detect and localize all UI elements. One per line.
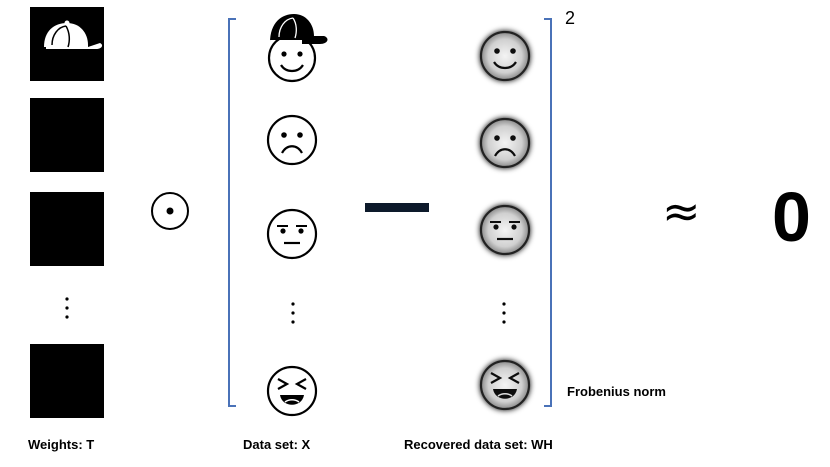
- blurred-laughing-face-icon: [479, 359, 531, 411]
- neutral-face-icon: [266, 208, 318, 260]
- minus-operator: [365, 203, 429, 212]
- weights-label: Weights: T: [28, 437, 95, 452]
- weight-black-box: [30, 98, 104, 172]
- weight-black-box: [30, 344, 104, 418]
- blurred-neutral-face-icon: [479, 204, 531, 256]
- right-bracket: [544, 18, 552, 407]
- weight-black-box: [30, 192, 104, 266]
- blurred-smiley-icon: [479, 30, 531, 82]
- exponent-label: 2: [565, 8, 576, 28]
- recovered-dataset-label: Recovered data set: WH: [404, 437, 553, 452]
- laughing-face-icon: [266, 365, 318, 417]
- approx-symbol: ≈: [662, 184, 701, 238]
- vertical-ellipsis-icon: [291, 302, 295, 324]
- smiley-with-cap-icon: [267, 14, 328, 83]
- sad-face-icon: [266, 114, 318, 166]
- hadamard-product-icon: [151, 192, 189, 230]
- dataset-label: Data set: X: [243, 437, 311, 452]
- left-bracket: [228, 18, 236, 407]
- cap-icon: [44, 20, 103, 49]
- zero-result: 0: [772, 178, 811, 256]
- frobenius-norm-label: Frobenius norm: [567, 384, 666, 399]
- vertical-ellipsis-icon: [502, 302, 506, 324]
- blurred-sad-face-icon: [479, 117, 531, 169]
- weight-cap-box: [30, 7, 104, 81]
- vertical-ellipsis-icon: [57, 296, 77, 322]
